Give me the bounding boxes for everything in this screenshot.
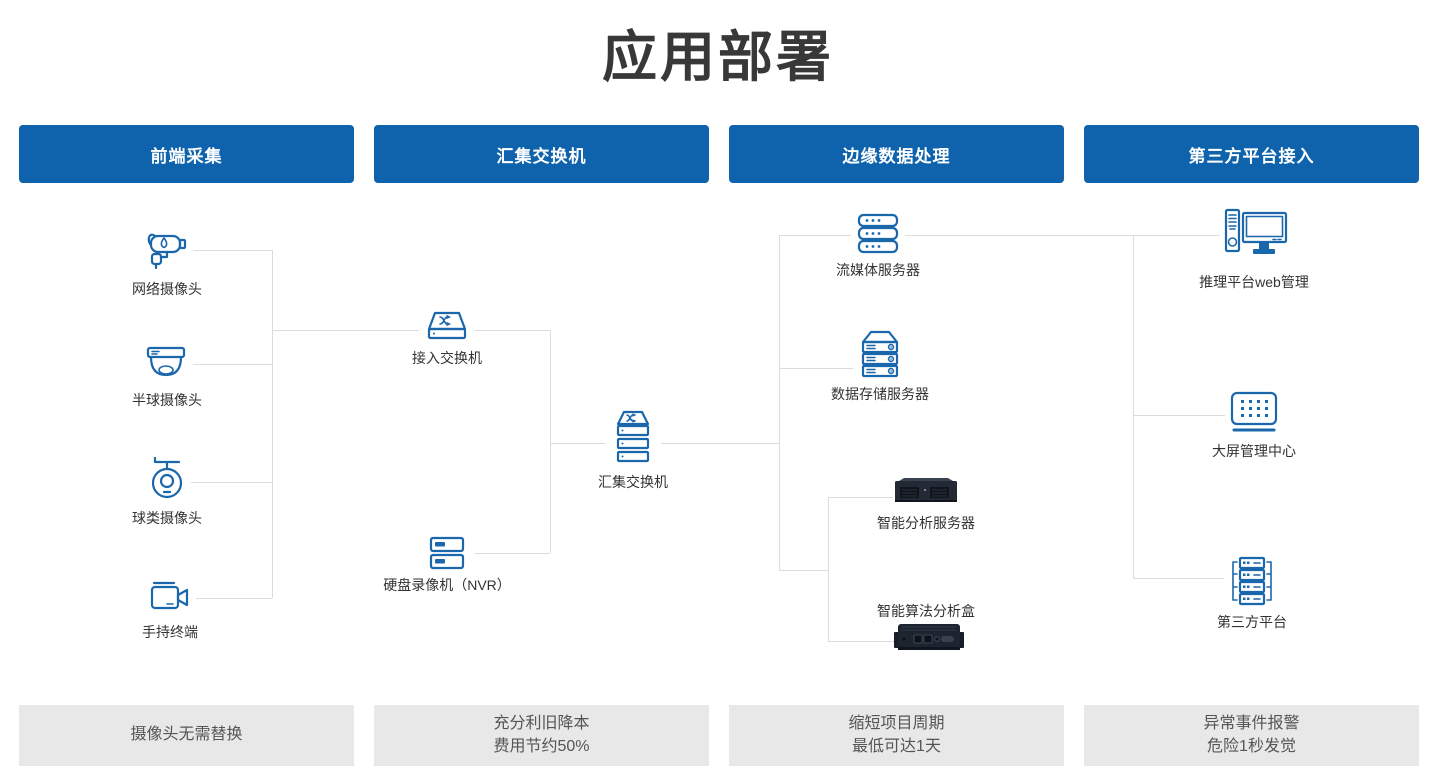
node-media-server-label: 流媒体服务器 <box>836 262 920 278</box>
node-media-server <box>851 210 905 258</box>
connector-hline <box>550 443 779 444</box>
node-handheld-terminal <box>144 577 196 621</box>
server-rack-icon <box>1224 555 1280 607</box>
node-web-management <box>1220 206 1290 258</box>
header-edge-data-processing: 边缘数据处理 <box>729 125 1064 183</box>
node-ball-camera-label: 球类摄像头 <box>132 510 202 526</box>
node-storage-server <box>853 327 907 381</box>
analysis-server-image <box>893 477 959 505</box>
connector-hline <box>170 598 272 599</box>
desktop-computer-icon <box>1220 206 1290 258</box>
connector-hline <box>272 330 550 331</box>
footer-benefit-2: 充分利旧降本 费用节约50% <box>374 705 709 766</box>
node-access-switch-label: 接入交换机 <box>412 350 482 366</box>
nvr-icon <box>419 533 475 573</box>
node-dome-camera <box>141 343 193 383</box>
header-third-party-access: 第三方平台接入 <box>1084 125 1419 183</box>
connector-hline <box>779 235 1255 236</box>
node-network-camera-label: 网络摄像头 <box>132 281 202 297</box>
footer-line: 充分利旧降本 <box>493 715 590 733</box>
bullet-camera-icon <box>141 225 193 275</box>
connector-hline <box>828 497 926 498</box>
header-aggregation-switch: 汇集交换机 <box>374 125 709 183</box>
node-nvr <box>419 533 475 573</box>
node-aggregation-switch <box>605 408 661 474</box>
footer-line: 异常事件报警 <box>1203 715 1300 733</box>
dome-camera-icon <box>141 343 193 383</box>
media-server-icon <box>851 210 905 258</box>
connector-hline <box>167 364 272 365</box>
led-screen-icon <box>1225 388 1283 436</box>
node-storage-server-label: 数据存储服务器 <box>831 386 929 402</box>
connector-vline <box>828 497 829 641</box>
node-aggregation-switch-label: 汇集交换机 <box>598 474 668 490</box>
connector-hline <box>779 570 828 571</box>
connector-hline <box>1133 415 1254 416</box>
connector-hline <box>167 250 272 251</box>
node-web-management-label: 推理平台web管理 <box>1199 274 1309 290</box>
node-handheld-terminal-label: 手持终端 <box>142 624 198 640</box>
footer-benefit-1: 摄像头无需替换 <box>19 705 354 766</box>
node-analysis-server <box>893 477 959 505</box>
connector-vline <box>272 250 273 598</box>
node-analysis-server-label: 智能分析服务器 <box>877 515 975 531</box>
footer-benefit-4: 异常事件报警 危险1秒发觉 <box>1084 705 1419 766</box>
footer-line: 危险1秒发觉 <box>1207 737 1296 755</box>
node-analysis-box-label: 智能算法分析盒 <box>877 603 975 619</box>
node-third-party <box>1224 555 1280 607</box>
access-switch-icon <box>419 305 475 349</box>
footer-line: 最低可达1天 <box>852 737 941 755</box>
footer-line: 缩短项目周期 <box>848 715 945 733</box>
connector-hline <box>779 368 880 369</box>
aggregation-switch-icon <box>605 408 661 474</box>
connector-hline <box>447 553 550 554</box>
node-network-camera <box>141 225 193 275</box>
ball-camera-icon <box>143 455 191 507</box>
connector-vline <box>779 235 780 570</box>
storage-server-icon <box>853 327 907 381</box>
connector-hline <box>167 482 272 483</box>
node-third-party-label: 第三方平台 <box>1217 614 1287 630</box>
node-big-screen <box>1225 388 1283 436</box>
node-ball-camera <box>143 455 191 507</box>
connector-hline <box>1133 578 1252 579</box>
footer-line: 摄像头无需替换 <box>130 726 243 744</box>
node-access-switch <box>419 305 475 349</box>
header-front-end-collection: 前端采集 <box>19 125 354 183</box>
node-nvr-label: 硬盘录像机（NVR） <box>383 577 511 593</box>
node-dome-camera-label: 半球摄像头 <box>132 392 202 408</box>
connector-hline <box>828 641 929 642</box>
node-analysis-box <box>894 621 964 653</box>
node-big-screen-label: 大屏管理中心 <box>1212 443 1296 459</box>
footer-benefit-3: 缩短项目周期 最低可达1天 <box>729 705 1064 766</box>
page-title: 应用部署 <box>601 26 834 88</box>
handheld-camera-icon <box>144 577 196 621</box>
connector-vline <box>550 330 551 553</box>
connector-vline <box>1133 235 1134 578</box>
analysis-box-image <box>894 621 964 653</box>
footer-line: 费用节约50% <box>493 737 590 755</box>
